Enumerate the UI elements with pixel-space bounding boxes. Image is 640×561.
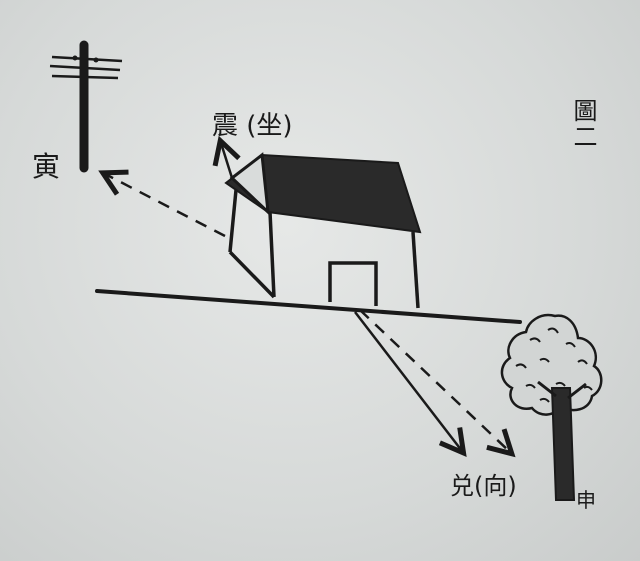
dashed-line-to-tree [359,309,510,452]
shen-label: 申 [576,488,596,512]
sit-direction-label: 震 (坐) [212,111,293,141]
sit-arrow [221,143,232,179]
yin-label: 寅 [32,150,61,183]
face-direction-label: 兑(向) [450,472,517,500]
ground-line [95,289,522,324]
dashed-line-to-pole [105,174,226,238]
house [224,152,422,309]
tree [500,313,603,501]
utility-pole [49,40,123,173]
face-arrow [354,311,462,451]
figure-caption: 圖二 [569,98,597,150]
